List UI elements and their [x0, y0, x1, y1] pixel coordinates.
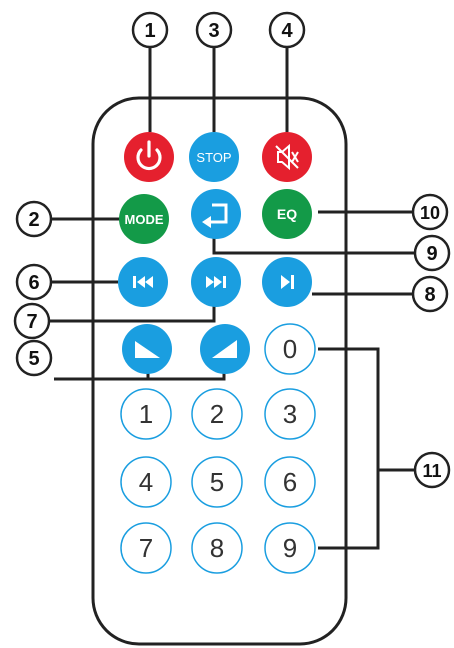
digit-7-label: 7 — [139, 533, 153, 563]
callout-6-circle — [15, 263, 53, 301]
eq-label: EQ — [277, 206, 297, 222]
digit-9-label: 9 — [283, 533, 297, 563]
mute-button[interactable] — [262, 132, 312, 182]
callout-9-label: 9 — [426, 243, 437, 265]
callout-8-label: 8 — [424, 284, 435, 306]
mute-icon — [275, 143, 299, 171]
digit-0-button[interactable] — [264, 323, 316, 375]
digit-8-label: 8 — [210, 533, 224, 563]
play-pause-icon — [281, 275, 294, 289]
eq-button[interactable]: EQ — [262, 189, 312, 239]
volume-down-button[interactable] — [122, 324, 172, 374]
return-icon — [202, 203, 228, 228]
callout-10-label: 10 — [420, 203, 440, 223]
callout-11-circle — [413, 451, 451, 489]
digit-3-label: 3 — [283, 399, 297, 429]
callout-5-circle — [15, 339, 53, 377]
power-icon — [136, 140, 162, 171]
callout-7-circle — [13, 302, 51, 340]
mode-label: MODE — [125, 212, 164, 227]
callout-1-circle — [131, 11, 169, 49]
digit-3-button[interactable] — [264, 388, 316, 440]
digit-1-button[interactable] — [120, 388, 172, 440]
callout-4-circle — [268, 11, 306, 49]
digit-7-button[interactable] — [120, 522, 172, 574]
digit-5-label: 5 — [210, 467, 224, 497]
power-button[interactable] — [124, 132, 174, 182]
return-button[interactable] — [191, 189, 241, 239]
digit-1-label: 1 — [139, 399, 153, 429]
callout-3-circle — [195, 11, 233, 49]
callout-5-label: 5 — [28, 348, 39, 370]
next-track-icon — [206, 276, 226, 288]
digit-0-label: 0 — [283, 334, 297, 364]
digit-6-label: 6 — [283, 467, 297, 497]
callout-9-circle — [413, 234, 451, 272]
volume-up-button[interactable] — [200, 324, 250, 374]
digit-4-button[interactable] — [120, 456, 172, 508]
callout-1-label: 1 — [144, 20, 155, 42]
callout-3-label: 3 — [208, 20, 219, 42]
digit-9-button[interactable] — [264, 522, 316, 574]
callout-6-label: 6 — [28, 272, 39, 294]
volume-up-icon — [212, 340, 237, 358]
volume-down-icon — [135, 341, 160, 358]
callout-2-circle — [15, 200, 53, 238]
digit-8-button[interactable] — [191, 522, 243, 574]
play-pause-button[interactable] — [262, 257, 312, 307]
digit-4-label: 4 — [139, 467, 153, 497]
callout-10-circle — [411, 193, 449, 231]
next-track-button[interactable] — [191, 257, 241, 307]
stop-label: STOP — [196, 150, 231, 165]
digit-6-button[interactable] — [264, 456, 316, 508]
callout-8-circle — [411, 275, 449, 313]
previous-track-button[interactable] — [118, 257, 168, 307]
mode-button[interactable]: MODE — [119, 194, 169, 244]
callout-2-label: 2 — [28, 209, 39, 231]
digit-5-button[interactable] — [191, 456, 243, 508]
digit-2-button[interactable] — [191, 388, 243, 440]
digit-2-label: 2 — [210, 399, 224, 429]
callout-7-label: 7 — [26, 311, 37, 333]
previous-track-icon — [133, 276, 153, 288]
callout-11-label: 11 — [422, 461, 441, 481]
callout-4-label: 4 — [281, 20, 293, 42]
stop-button[interactable]: STOP — [189, 132, 239, 182]
